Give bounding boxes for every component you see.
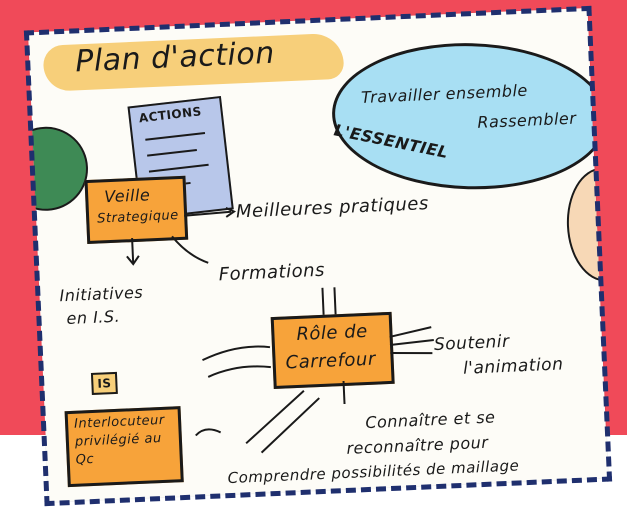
- sketchnote-card: Plan d'action Travailler ensemble Rassem…: [28, 8, 608, 502]
- connector-strokes: [126, 207, 434, 454]
